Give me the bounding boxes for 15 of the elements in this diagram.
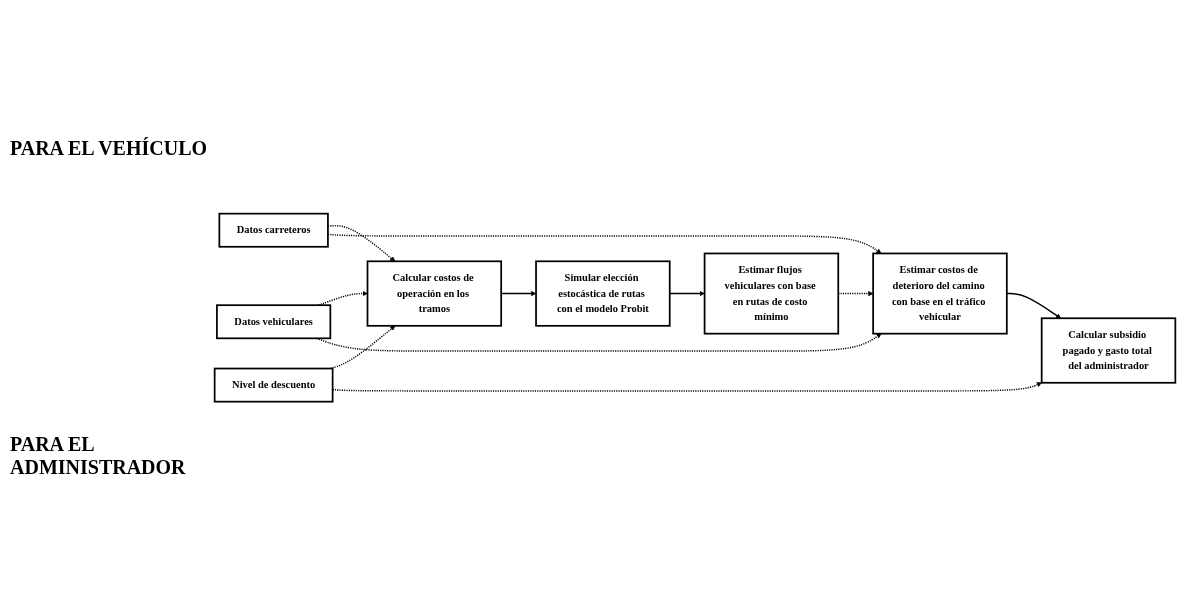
arrow bbox=[1006, 292, 1061, 319]
node-box: Simular elección estocástica de rutas con el modelo Probit bbox=[535, 260, 671, 327]
node-box: Datos carreteros bbox=[218, 212, 329, 248]
arrow bbox=[669, 290, 705, 296]
group-label: PARA EL VEHÍCULO bbox=[10, 136, 209, 160]
node-box: Estimar flujos vehiculares con base en rutas de costo mínimo bbox=[703, 252, 840, 335]
node-box: Datos vehiculares bbox=[216, 304, 332, 340]
node-box: Calcular subsidio pagado y gasto total del administrador bbox=[1040, 317, 1177, 384]
node-box: Estimar costos de deterioro del camino con base en el tráfico vehicular bbox=[872, 252, 1008, 335]
group-label: PARA EL ADMINISTRADOR bbox=[10, 432, 187, 479]
node-box: Calcular costos de operación en los tramos bbox=[366, 260, 503, 327]
arrow bbox=[327, 224, 396, 262]
node-box: Nivel de descuento bbox=[213, 367, 334, 403]
arrow bbox=[327, 233, 882, 254]
arrow bbox=[316, 333, 882, 352]
